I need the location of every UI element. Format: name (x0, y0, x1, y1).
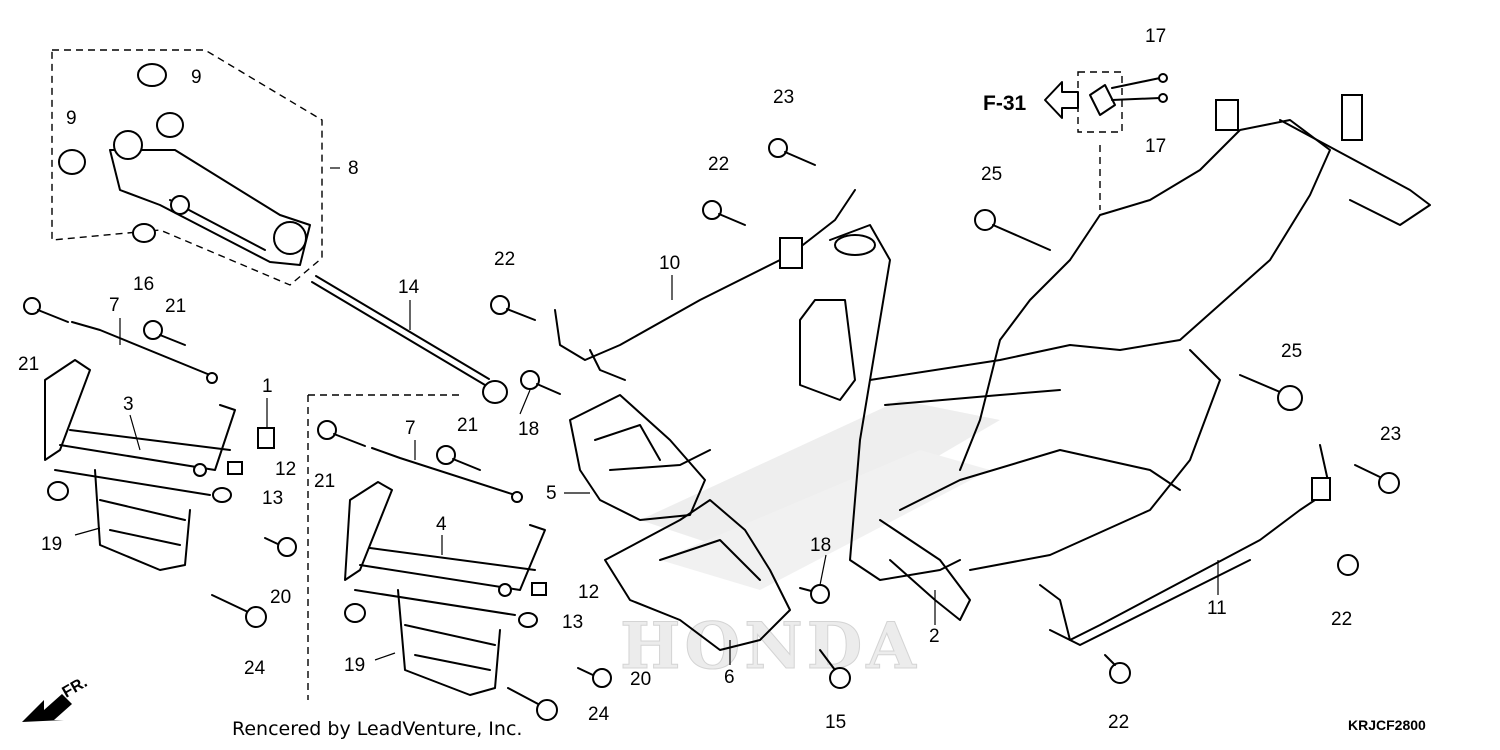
callout-14[interactable]: 14 (398, 277, 420, 298)
group-box-4 (307, 394, 460, 700)
callout-20-right[interactable]: 20 (630, 669, 651, 690)
bolt-21-right-a (317, 420, 366, 447)
callout-12-left[interactable]: 12 (275, 459, 296, 480)
rod-10 (554, 189, 856, 381)
bolt-22-right-b (1104, 654, 1131, 684)
bolt-22-upper (702, 200, 746, 226)
callout-13-right[interactable]: 13 (562, 612, 583, 633)
callout-22-d[interactable]: 22 (1108, 712, 1129, 733)
callout-22-b[interactable]: 22 (494, 249, 515, 270)
bolt-18-upper (520, 370, 561, 395)
callout-9-top[interactable]: 9 (191, 67, 202, 88)
callout-5[interactable]: 5 (546, 483, 557, 504)
bolt-22-mid (490, 295, 536, 321)
bolt-15 (819, 649, 851, 689)
front-direction-arrow: FR. (22, 674, 90, 722)
bolt-23-right (1354, 464, 1400, 494)
bolt-24-right (507, 687, 558, 721)
main-frame-2 (799, 94, 1431, 621)
callout-25-lower[interactable]: 25 (1281, 341, 1302, 362)
callout-24-left[interactable]: 24 (244, 658, 266, 679)
wire-7-right (371, 447, 523, 503)
callout-15[interactable]: 15 (825, 712, 846, 733)
clip-1 (257, 427, 275, 449)
cover-6 (604, 499, 791, 651)
bolt-20-right (577, 667, 612, 688)
reference-arrow-f31[interactable]: F-31 (983, 81, 1079, 119)
callout-1[interactable]: 1 (262, 376, 273, 397)
callout-16[interactable]: 16 (133, 274, 154, 295)
callout-21-a[interactable]: 21 (18, 354, 39, 375)
bracket-5 (569, 394, 711, 521)
callout-19-right[interactable]: 19 (344, 655, 365, 676)
nut-12-right (531, 582, 547, 596)
collar-19-left (47, 481, 69, 501)
bolt-21-left-b (143, 320, 186, 346)
callout-22-a[interactable]: 22 (708, 154, 729, 175)
bracket-11 (1039, 444, 1331, 646)
bolt-25-lower (1239, 374, 1303, 411)
nut-13-right (518, 612, 538, 628)
clip-17 (1089, 73, 1168, 116)
callout-7-right[interactable]: 7 (405, 418, 416, 439)
bushing-9-right (156, 112, 184, 138)
callout-18-lower[interactable]: 18 (810, 535, 831, 556)
honda-wing-watermark (640, 400, 1000, 590)
bolt-21-right-b (436, 445, 481, 471)
callout-9-left[interactable]: 9 (66, 108, 77, 129)
callout-8[interactable]: 8 (348, 158, 359, 179)
callout-19-left[interactable]: 19 (41, 534, 62, 555)
callout-3[interactable]: 3 (123, 394, 134, 415)
bolt-21-left-a (23, 297, 69, 323)
diagram-code: KRJCF2800 (1348, 717, 1426, 733)
reference-arrow-label: F-31 (983, 92, 1027, 115)
nut-13-left (212, 487, 232, 503)
callout-13-left[interactable]: 13 (262, 488, 283, 509)
callout-22-c[interactable]: 22 (1331, 609, 1352, 630)
bolt-20-left (264, 537, 297, 557)
callout-12-right[interactable]: 12 (578, 582, 599, 603)
callout-17-top[interactable]: 17 (1145, 26, 1166, 47)
callout-18-upper[interactable]: 18 (518, 419, 539, 440)
callout-17-bottom[interactable]: 17 (1145, 136, 1166, 157)
bracket-4 (344, 481, 546, 696)
callout-25-upper[interactable]: 25 (981, 164, 1002, 185)
callout-4[interactable]: 4 (436, 514, 447, 535)
collar-19-right (344, 603, 366, 623)
nut-16 (132, 223, 156, 243)
bolt-25-upper (974, 209, 1051, 251)
wire-7-left (71, 321, 218, 384)
long-bolt-14 (311, 275, 508, 404)
render-credit: Rencered by LeadVenture, Inc. (232, 718, 522, 740)
callout-23-right[interactable]: 23 (1380, 424, 1401, 445)
bolt-23-top (768, 138, 816, 166)
callout-6[interactable]: 6 (724, 667, 735, 688)
group-box-8 (51, 49, 323, 286)
callout-23-top[interactable]: 23 (773, 87, 794, 108)
callout-21-d[interactable]: 21 (457, 415, 478, 436)
callout-21-b[interactable]: 21 (165, 296, 186, 317)
callout-24-right[interactable]: 24 (588, 704, 610, 725)
callout-21-c[interactable]: 21 (314, 471, 335, 492)
callout-20-left[interactable]: 20 (270, 587, 291, 608)
callout-11[interactable]: 11 (1207, 598, 1227, 619)
bushing-9-top (137, 63, 167, 87)
callout-10[interactable]: 10 (659, 253, 680, 274)
bolt-18-lower (799, 584, 830, 604)
bolt-24-left (211, 594, 267, 628)
nut-12-left (227, 461, 243, 475)
callout-7-left[interactable]: 7 (109, 295, 120, 316)
group-box-17 (1077, 71, 1123, 133)
engine-hanger-link (109, 130, 311, 266)
leader-lines (74, 167, 1219, 665)
bracket-3 (44, 359, 236, 571)
bushing-9-left (58, 149, 86, 175)
bolt-22-right-a (1337, 554, 1359, 576)
callout-2[interactable]: 2 (929, 626, 940, 647)
honda-watermark: HONDA (620, 609, 920, 684)
